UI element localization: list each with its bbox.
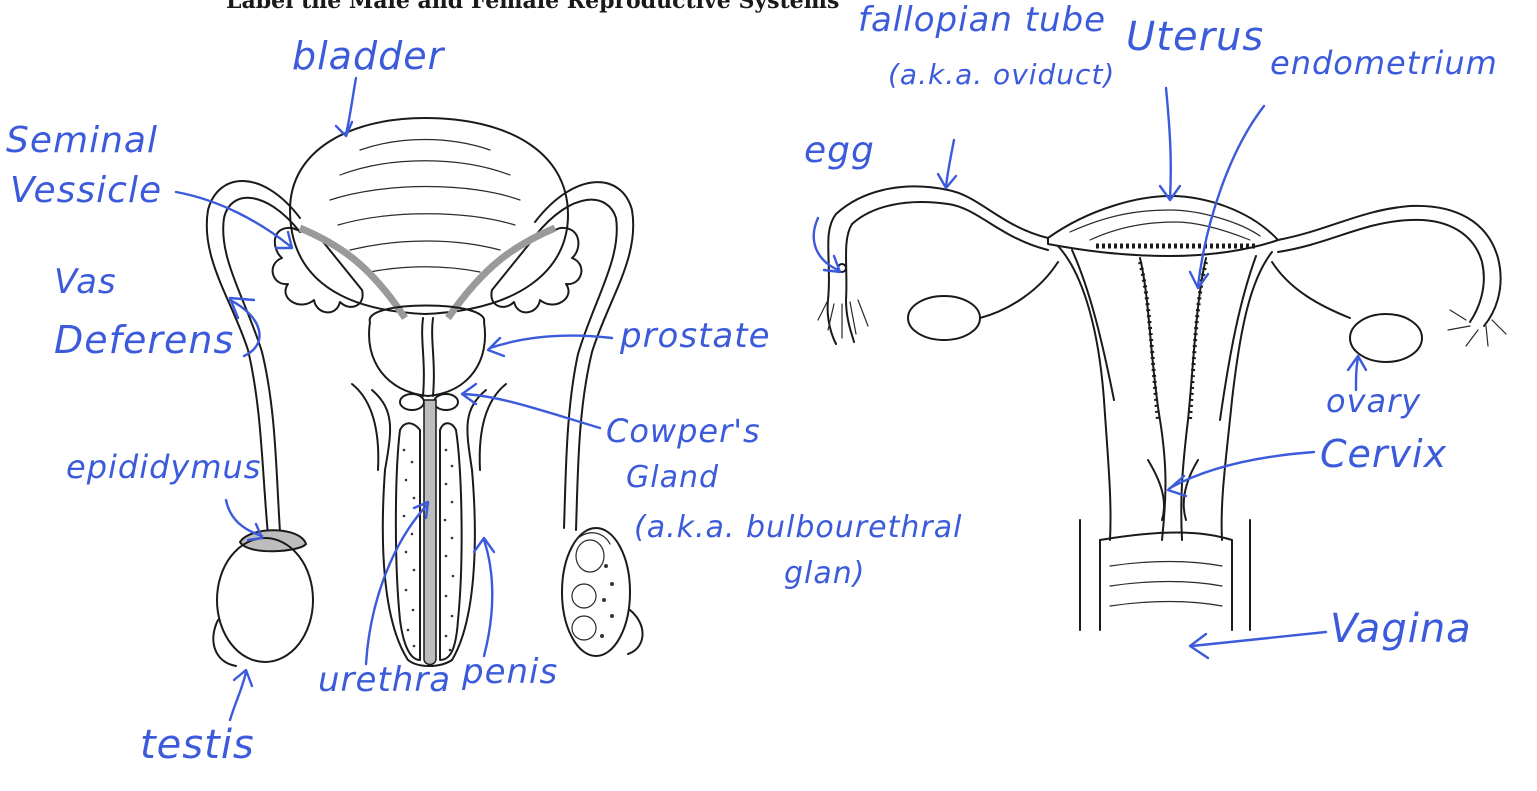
right-ovary (1350, 314, 1422, 362)
prostate (369, 306, 485, 397)
right-fallopian-tube (1278, 206, 1501, 326)
egg-arrow (814, 218, 838, 270)
label-bladder: bladder (292, 34, 444, 78)
label-seminal-line2: Vessicle (10, 170, 162, 211)
label-egg: egg (804, 130, 875, 171)
vagina (1080, 520, 1250, 630)
label-vagina: Vagina (1330, 606, 1472, 652)
right-cowpers-gland (434, 394, 458, 410)
label-cowpers-line4: glan) (784, 556, 865, 591)
male-diagram (207, 118, 643, 666)
label-fallopian-line1: fallopian tube (858, 0, 1106, 40)
label-urethra: urethra (318, 660, 451, 700)
right-corpus (440, 423, 462, 660)
urethra (424, 400, 436, 665)
label-prostate: prostate (620, 316, 771, 356)
label-vas-line2: Deferens (54, 318, 234, 362)
left-cowpers-gland (400, 394, 424, 410)
cervix (1148, 460, 1198, 520)
left-testis (217, 538, 313, 662)
label-testis: testis (140, 722, 255, 768)
uterine-left-wall (1058, 246, 1111, 540)
testis-arrow (230, 672, 246, 720)
uterine-right-wall (1222, 252, 1272, 540)
vagina-arrow (1192, 632, 1326, 646)
label-penis: penis (462, 652, 558, 692)
label-endometrium: endometrium (1270, 44, 1498, 82)
label-uterus: Uterus (1126, 14, 1264, 60)
left-ovary (908, 296, 980, 340)
label-fallopian-line2: (a.k.a. oviduct) (888, 58, 1115, 91)
epididymus-arrow (226, 500, 262, 536)
right-vas-deferens (535, 182, 633, 530)
left-fallopian-tube (828, 186, 1048, 344)
seminal-vesicle-arrow (176, 192, 290, 246)
label-ovary: ovary (1326, 382, 1421, 420)
label-cowpers-line3: (a.k.a. bulbourethral (634, 510, 962, 545)
bladder (290, 118, 568, 314)
label-vas-line1: Vas (54, 262, 117, 302)
right-vas-deferens-inner (535, 200, 617, 528)
label-epididymus: epididymus (66, 448, 261, 486)
uterus-arrow (1166, 88, 1171, 200)
label-cervix: Cervix (1320, 432, 1447, 476)
label-cowpers-line1: Cowper's (606, 412, 761, 450)
label-cowpers-line2: Gland (626, 460, 719, 495)
label-arrows (176, 78, 1366, 720)
label-seminal-line1: Seminal (6, 120, 158, 161)
penis-arrow (484, 540, 492, 656)
